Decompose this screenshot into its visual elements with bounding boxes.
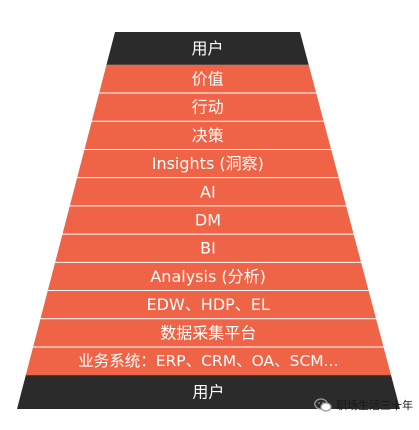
layer-9-label: 数据采集平台: [160, 323, 256, 342]
layer-1-label: 行动: [192, 98, 224, 117]
layer-2-label: 决策: [192, 126, 224, 145]
band-bottom-shape: [17, 375, 400, 409]
layer-10: 业务系统：ERP、CRM、OA、SCM...: [25, 346, 392, 376]
layer-0: 价值: [99, 64, 317, 94]
layer-7-shape: [47, 262, 369, 291]
layer-5: DM: [62, 205, 354, 235]
layer-8-label: EDW、HDP、EL: [147, 295, 270, 314]
layer-1-shape: [91, 93, 324, 122]
layer-9: 数据采集平台: [33, 318, 384, 347]
layer-4: AI: [69, 177, 347, 206]
band-top-shape: [106, 32, 309, 65]
layer-0-shape: [99, 64, 317, 94]
layer-7: Analysis (分析): [47, 261, 369, 291]
band-top: 用户: [106, 32, 309, 65]
watermark-text: 职场生活三十年: [336, 399, 413, 412]
layer-6-shape: [55, 234, 362, 263]
band-bottom: 用户: [17, 375, 400, 409]
layer-3-shape: [77, 149, 339, 178]
layer-3-label: Insights (洞察): [152, 154, 264, 173]
band-bottom-label: 用户: [192, 383, 224, 402]
layer-10-shape: [25, 346, 392, 376]
layer-2-shape: [84, 121, 332, 150]
layer-5-label: DM: [195, 211, 221, 230]
layer-6: BI: [55, 233, 362, 263]
layer-0-label: 价值: [192, 69, 224, 88]
layer-2: 决策: [84, 120, 332, 150]
layer-6-label: BI: [200, 239, 216, 258]
layer-7-label: Analysis (分析): [150, 267, 266, 286]
watermark: 职场生活三十年: [314, 397, 413, 413]
layer-5-shape: [62, 205, 354, 235]
wechat-icon: [314, 398, 332, 412]
layer-4-shape: [69, 177, 347, 206]
layer-3: Insights (洞察): [77, 148, 339, 178]
band-top-label: 用户: [191, 39, 223, 58]
layer-8: EDW、HDP、EL: [40, 290, 377, 319]
layer-10-label: 业务系统：ERP、CRM、OA、SCM...: [78, 352, 338, 370]
layer-9-shape: [33, 318, 384, 347]
layer-4-label: AI: [200, 182, 216, 201]
layer-8-shape: [40, 290, 377, 319]
layer-1: 行动: [91, 92, 324, 122]
